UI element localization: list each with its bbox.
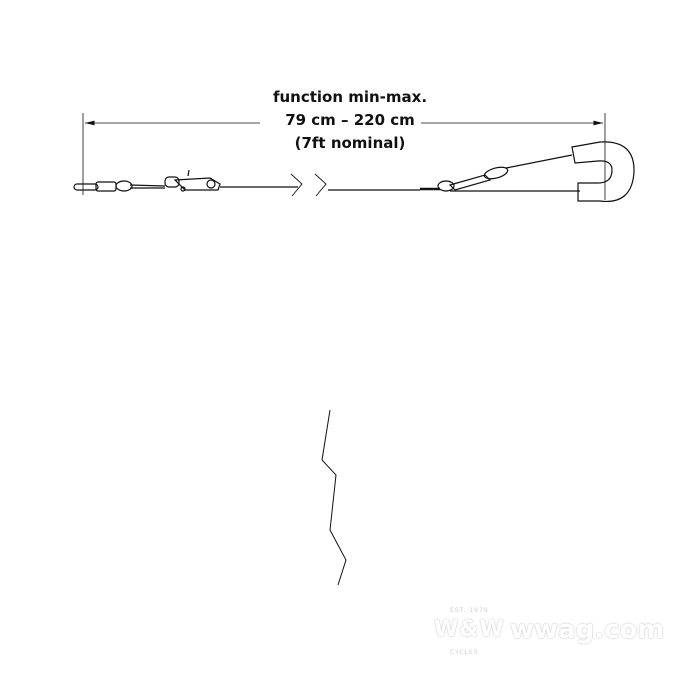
dimension-line (82, 113, 606, 200)
watermark-brand: W&W (434, 617, 505, 642)
dimension-label-title: function min-max. (0, 87, 700, 108)
break-line (321, 409, 347, 586)
dimension-label-nominal: (7ft nominal) (0, 133, 700, 154)
watermark-url: wwag.com (510, 615, 665, 645)
strap-side-view (73, 141, 635, 203)
watermark-city: CYCLES (450, 649, 479, 656)
dimension-label-range: 79 cm – 220 cm (0, 110, 700, 131)
watermark-logo: EST. 1979 W&W CYCLES wwag.com (428, 603, 664, 659)
watermark-established: EST. 1979 (450, 607, 489, 614)
